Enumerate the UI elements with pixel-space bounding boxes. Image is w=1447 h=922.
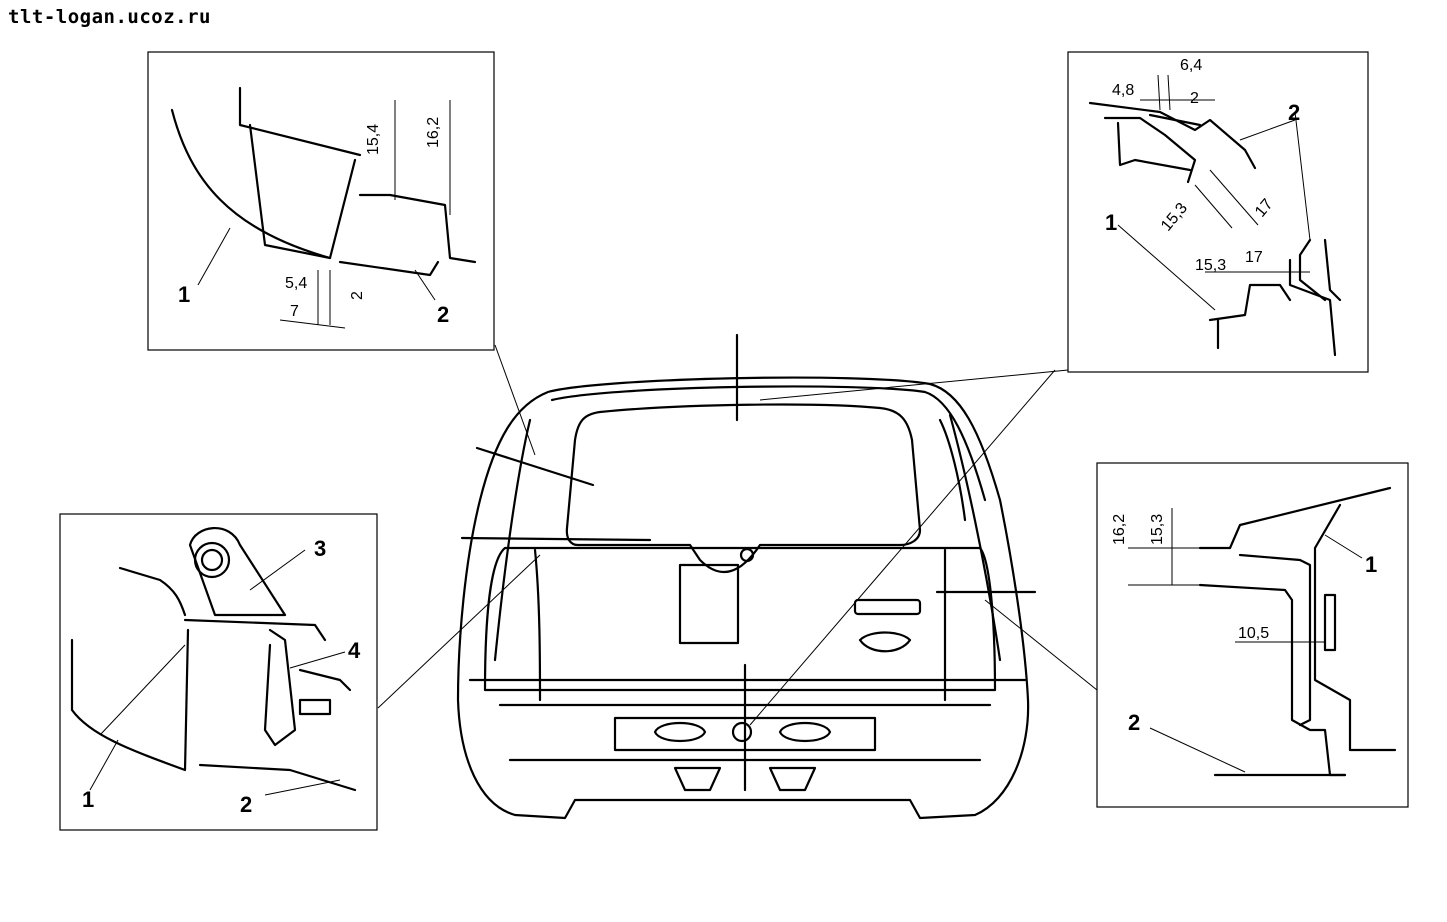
callout-tl-dim-3: 5,4	[285, 275, 307, 292]
watermark: tlt-logan.ucoz.ru	[8, 6, 211, 28]
callout-tl-dim-2: 16,2	[425, 117, 442, 148]
callout-br-dim-2: 15,3	[1149, 514, 1166, 545]
callout-tl-part-2: 2	[437, 302, 449, 327]
callout-tr-dim-1: 6,4	[1180, 57, 1202, 74]
callout-tr-part-2: 2	[1288, 100, 1300, 125]
car-rear-view	[377, 333, 1098, 820]
callout-bl-part-3: 3	[314, 536, 326, 561]
callout-bl-part-4: 4	[348, 638, 361, 663]
callout-br-part-1: 1	[1365, 552, 1377, 577]
callout-tl-dim-5: 7	[290, 303, 299, 320]
callout-bottom-left: 1 2 3 4	[59, 513, 378, 831]
callout-tl-part-1: 1	[178, 282, 190, 307]
callout-br-dim-1: 16,2	[1111, 514, 1128, 545]
callout-tr-part-1: 1	[1105, 210, 1117, 235]
callout-br-dim-3: 10,5	[1238, 625, 1269, 642]
callout-bottom-right: 1 2 16,2 15,3 10,5	[1096, 462, 1409, 808]
callout-tl-dim-4: 2	[349, 291, 366, 300]
callout-bl-part-1: 1	[82, 787, 94, 812]
callout-tr-dim-2: 4,8	[1112, 82, 1134, 99]
callout-bl-part-2: 2	[240, 792, 252, 817]
callout-tr-dim-6: 15,3	[1195, 257, 1226, 274]
callout-tr-dim-3: 2	[1190, 90, 1199, 107]
callout-br-part-2: 2	[1128, 710, 1140, 735]
callout-tr-dim-7: 17	[1245, 249, 1263, 266]
callout-tl-dim-1: 15,4	[365, 124, 382, 155]
callout-top-left: 1 2 15,4 16,2 5,4 2 7	[147, 51, 495, 351]
callout-top-right: 1 2 6,4 4,8 2 15,3 17 15,3 17	[1067, 51, 1369, 373]
